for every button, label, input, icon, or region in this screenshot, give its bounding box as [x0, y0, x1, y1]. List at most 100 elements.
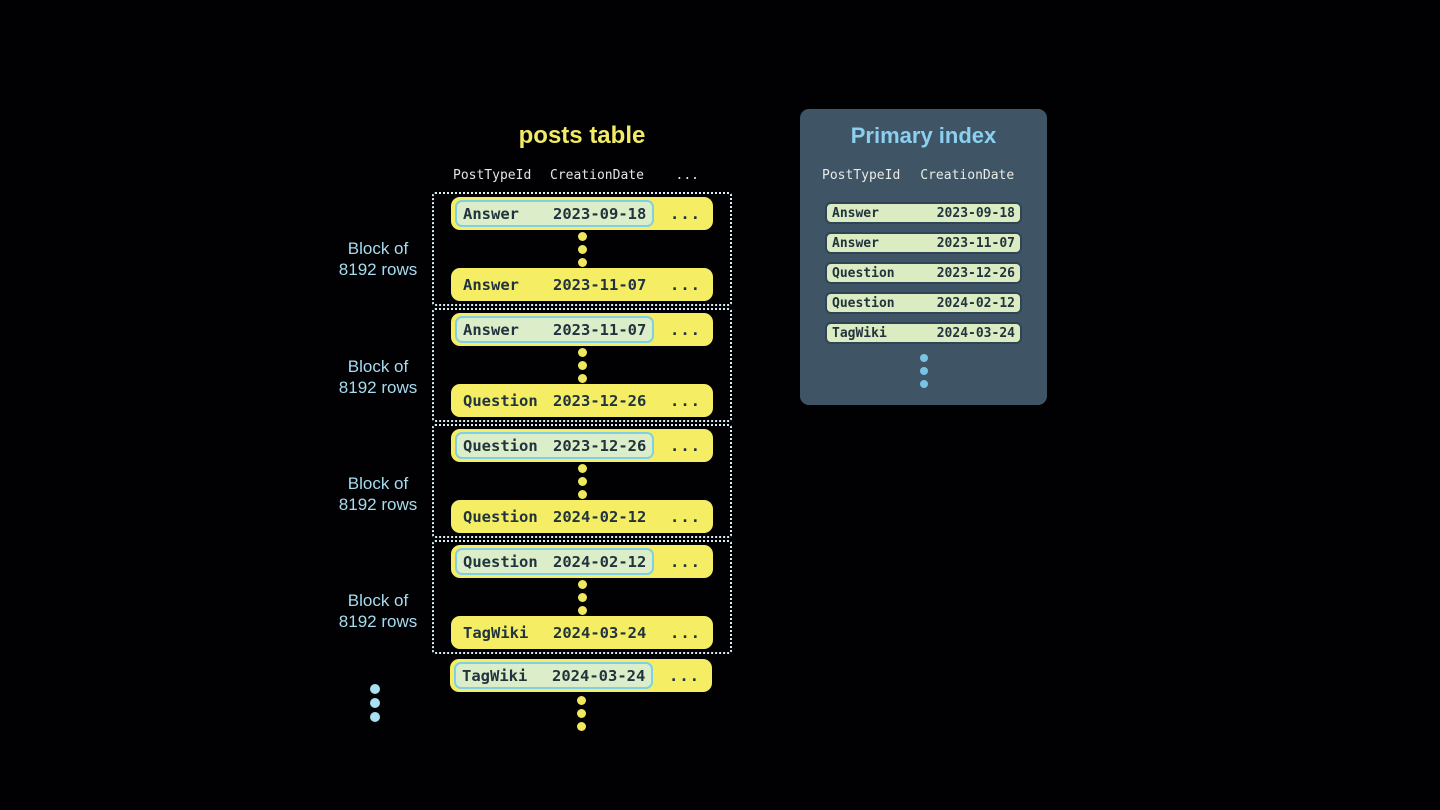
row-posttypeid: Question [463, 507, 538, 526]
posts-table-blocks: Answer 2023-09-18 ... Answer 2023-11-07 … [432, 192, 732, 656]
table-row-overflow: TagWiki 2024-03-24 ... [450, 659, 712, 692]
header-posttypeid: PostTypeId [453, 167, 532, 183]
row-creationdate: 2023-12-26 [553, 391, 647, 410]
index-highlight-pill: Answer 2023-09-18 [455, 200, 655, 227]
row-creationdate: 2023-12-26 [553, 436, 647, 455]
row-ellipsis: ... [670, 391, 701, 410]
dot [370, 712, 380, 722]
block-label-line1: Block of [347, 357, 409, 376]
vertical-ellipsis-icon [577, 579, 587, 615]
table-row-block3-last: Question 2024-02-12 ... [451, 500, 713, 533]
rows-block-4: Question 2024-02-12 ... TagWiki 2024-03-… [432, 540, 732, 654]
dot [577, 605, 587, 615]
row-posttypeid: Answer [463, 204, 519, 223]
table-row-block4-last: TagWiki 2024-03-24 ... [451, 616, 713, 649]
index-highlight-pill: Question 2024-02-12 [455, 548, 655, 575]
header-creationdate: CreationDate [920, 168, 1015, 183]
entry-creationdate: 2024-03-24 [936, 325, 1015, 341]
block-label-line2: 8192 rows [338, 495, 418, 514]
table-row-block1-last: Answer 2023-11-07 ... [451, 268, 713, 301]
block-label-line1: Block of [347, 239, 409, 258]
row-creationdate: 2023-11-07 [553, 275, 647, 294]
row-posttypeid: Answer [463, 320, 519, 339]
row-posttypeid: Answer [463, 275, 519, 294]
entry-creationdate: 2023-12-26 [936, 265, 1015, 281]
row-creationdate: 2024-02-12 [553, 552, 647, 571]
block-label-line1: Block of [347, 474, 409, 493]
dot [577, 592, 587, 602]
primary-index-rows: Answer 2023-09-18 Answer 2023-11-07 Ques… [825, 202, 1022, 352]
entry-posttypeid: Question [832, 295, 895, 311]
row-ellipsis: ... [670, 275, 701, 294]
row-ellipsis: ... [670, 320, 701, 339]
primary-index-header: PostTypeId CreationDate [822, 168, 1014, 183]
row-ellipsis: ... [670, 507, 701, 526]
table-row-block4-first: Question 2024-02-12 ... [451, 545, 713, 578]
row-posttypeid: Question [463, 552, 538, 571]
index-highlight-pill: Question 2023-12-26 [455, 432, 655, 459]
index-entry: Question 2023-12-26 [825, 262, 1022, 284]
dot [577, 463, 587, 473]
rows-block-2: Answer 2023-11-07 ... Question 2023-12-2… [432, 308, 732, 422]
row-ellipsis: ... [670, 436, 701, 455]
dot [577, 257, 587, 267]
block-label-line2: 8192 rows [338, 378, 418, 397]
dot [577, 696, 586, 705]
header-creationdate: CreationDate [550, 167, 644, 183]
dot [577, 709, 586, 718]
block-label-1: Block of 8192 rows [318, 238, 438, 280]
row-posttypeid: TagWiki [462, 666, 528, 685]
dot [370, 684, 380, 694]
rows-block-3: Question 2023-12-26 ... Question 2024-02… [432, 424, 732, 538]
entry-posttypeid: Question [832, 265, 895, 281]
row-creationdate: 2024-03-24 [552, 666, 646, 685]
dot [577, 476, 587, 486]
vertical-ellipsis-icon [577, 696, 586, 731]
dot [577, 231, 587, 241]
dot [370, 698, 380, 708]
row-creationdate: 2023-11-07 [553, 320, 647, 339]
dot [577, 360, 587, 370]
dot [577, 373, 587, 383]
table-row-block2-last: Question 2023-12-26 ... [451, 384, 713, 417]
vertical-ellipsis-icon [577, 231, 587, 267]
dot [577, 347, 587, 357]
entry-posttypeid: TagWiki [832, 325, 887, 341]
row-posttypeid: Question [463, 436, 538, 455]
header-ellipsis: ... [675, 167, 699, 183]
block-label-4: Block of 8192 rows [318, 590, 438, 632]
primary-index-title: Primary index [850, 123, 997, 148]
row-creationdate: 2023-09-18 [553, 204, 647, 223]
row-posttypeid: Question [463, 391, 538, 410]
index-entry: Question 2024-02-12 [825, 292, 1022, 314]
table-row-block3-first: Question 2023-12-26 ... [451, 429, 713, 462]
row-posttypeid: TagWiki [463, 623, 529, 642]
posts-table-header: PostTypeId CreationDate ... [432, 166, 732, 184]
entry-creationdate: 2023-09-18 [936, 205, 1015, 221]
block-label-line1: Block of [347, 591, 409, 610]
vertical-ellipsis-icon [577, 463, 587, 499]
row-creationdate: 2024-02-12 [553, 507, 647, 526]
index-highlight-pill: Answer 2023-11-07 [455, 316, 655, 343]
dot [577, 244, 587, 254]
table-row-block1-first: Answer 2023-09-18 ... [451, 197, 713, 230]
rows-block-1: Answer 2023-09-18 ... Answer 2023-11-07 … [432, 192, 732, 306]
index-highlight-pill: TagWiki 2024-03-24 [454, 662, 654, 689]
vertical-ellipsis-icon [577, 347, 587, 383]
entry-posttypeid: Answer [832, 235, 879, 251]
dot [577, 579, 587, 589]
block-label-3: Block of 8192 rows [318, 473, 438, 515]
dot [919, 380, 928, 388]
more-entries-ellipsis-icon [919, 354, 929, 388]
block-label-line2: 8192 rows [338, 260, 418, 279]
posts-table-title: posts table [518, 122, 646, 149]
block-label-2: Block of 8192 rows [318, 356, 438, 398]
index-entry: Answer 2023-11-07 [825, 232, 1022, 254]
block-label-line2: 8192 rows [338, 612, 418, 631]
dot [577, 489, 587, 499]
entry-posttypeid: Answer [832, 205, 879, 221]
row-ellipsis: ... [669, 666, 700, 685]
index-entry: Answer 2023-09-18 [825, 202, 1022, 224]
dot [919, 354, 928, 362]
